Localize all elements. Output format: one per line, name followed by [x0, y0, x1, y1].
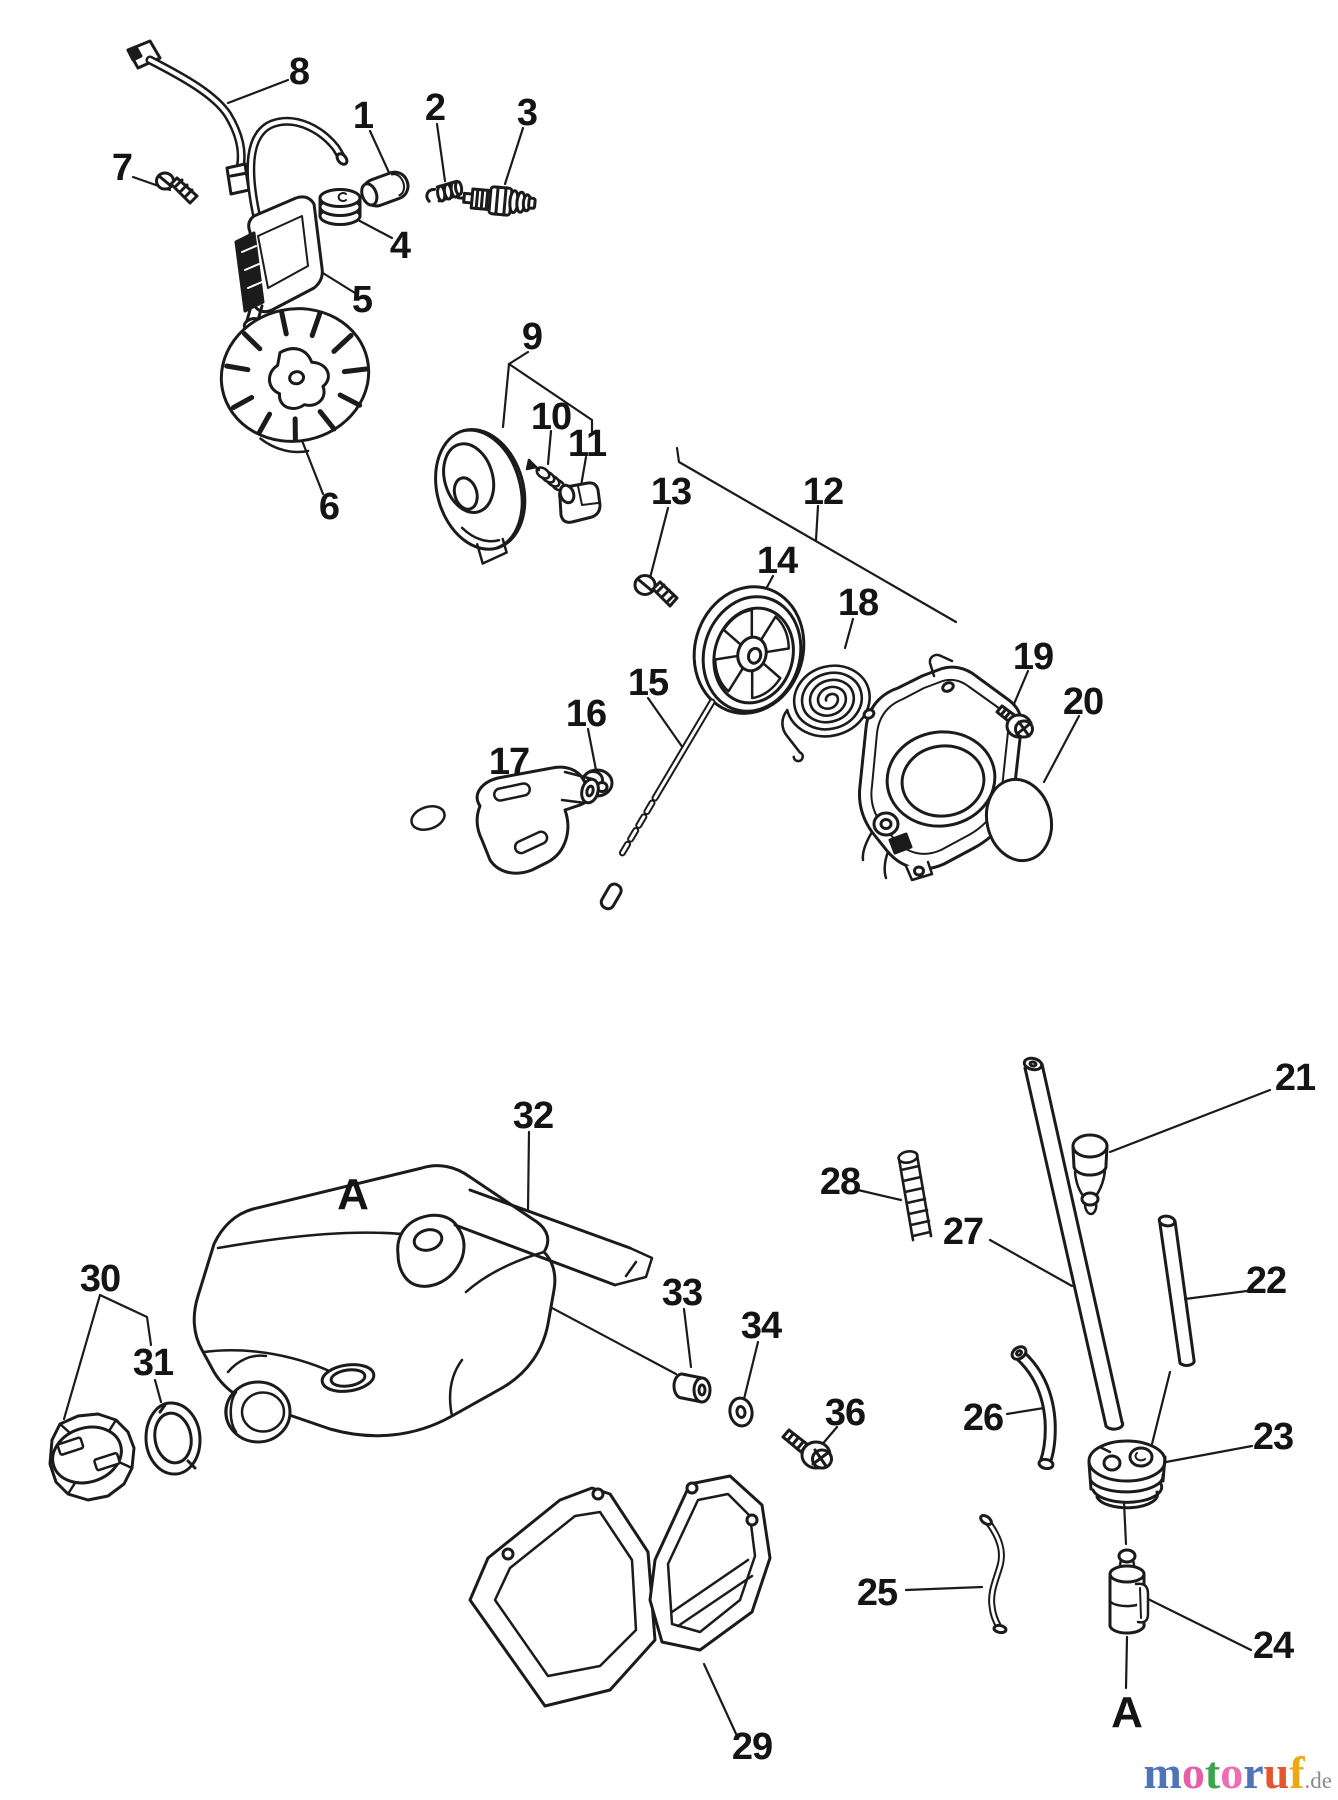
flywheel-drawing: [219, 307, 371, 454]
callout-32: 32: [512, 1095, 554, 1137]
mount-bracket-drawing: [468, 1474, 772, 1708]
callout-24: 24: [1252, 1625, 1294, 1667]
screw-36-drawing: [781, 1428, 833, 1470]
stop-switch-lead-drawing: [126, 39, 251, 196]
callout-10: 10: [530, 396, 572, 438]
starter-housing-drawing: [858, 653, 1023, 882]
callout-26: 26: [962, 1397, 1004, 1439]
watermark-letter: m: [1143, 1747, 1182, 1798]
callout-A: A: [337, 1170, 369, 1219]
callout-20: 20: [1062, 681, 1104, 723]
long-tube-drawing: [1022, 1056, 1125, 1431]
corrugated-tube-drawing: [897, 1150, 933, 1242]
watermark-letter: u: [1263, 1747, 1290, 1798]
washer-drawing: [728, 1396, 754, 1428]
callout-6: 6: [318, 486, 340, 528]
callout-5: 5: [351, 279, 373, 321]
screw-13-drawing: [633, 574, 679, 608]
pawl-drawing: [558, 481, 602, 524]
watermark-letter: f: [1289, 1747, 1305, 1798]
callout-33: 33: [661, 1272, 703, 1314]
callout-27: 27: [942, 1211, 984, 1253]
tank-grommet-drawing: [1087, 1439, 1167, 1510]
callout-12: 12: [802, 471, 844, 513]
starter-pulley-drawing: [692, 585, 806, 715]
cap-gasket-drawing: [144, 1401, 202, 1476]
fuel-filter-drawing: [1108, 1548, 1150, 1635]
watermark: motoruf.de: [1144, 1750, 1332, 1796]
callout-4: 4: [389, 225, 411, 267]
return-hose-drawing: [1010, 1345, 1057, 1471]
callout-23: 23: [1252, 1416, 1294, 1458]
callout-3: 3: [516, 92, 538, 134]
callout-14: 14: [756, 540, 798, 582]
callout-17: 17: [488, 741, 530, 783]
callout-34: 34: [740, 1305, 782, 1347]
pawl-housing-drawing: [434, 428, 527, 565]
callout-13: 13: [650, 471, 692, 513]
ignition-coil-drawing: [234, 116, 349, 331]
watermark-word: motoruf: [1144, 1747, 1305, 1798]
callout-1: 1: [352, 95, 374, 137]
watermark-letter: o: [1220, 1747, 1244, 1798]
screw-7-drawing: [155, 171, 199, 205]
callout-19: 19: [1012, 636, 1054, 678]
callout-16: 16: [565, 693, 607, 735]
callout-29: 29: [731, 1726, 773, 1768]
screw-19-drawing: [995, 704, 1034, 739]
callout-11: 11: [567, 423, 607, 465]
watermark-suffix: .de: [1304, 1768, 1332, 1793]
callout-36: 36: [824, 1392, 866, 1434]
starter-rope-drawing: [599, 698, 716, 911]
fuel-tank-drawing: [192, 1164, 654, 1444]
spark-plug-drawing: [456, 185, 537, 217]
seal-ring-drawing: [984, 777, 1054, 863]
callout-28: 28: [819, 1161, 861, 1203]
callout-30: 30: [79, 1258, 121, 1300]
callout-18: 18: [837, 582, 879, 624]
callout-9: 9: [521, 316, 543, 358]
watermark-letter: t: [1204, 1747, 1221, 1798]
watermark-letter: r: [1243, 1747, 1264, 1798]
callout-2: 2: [424, 87, 446, 129]
starter-handle-drawing: [410, 765, 600, 875]
spacer-drawing: [672, 1372, 712, 1404]
rewind-spring-drawing: [781, 664, 871, 763]
callout-A: A: [1111, 1688, 1143, 1737]
callout-8: 8: [288, 51, 310, 93]
callout-21: 21: [1274, 1057, 1316, 1099]
primer-cap-drawing: [1071, 1133, 1109, 1216]
terminal-cover-drawing: [360, 170, 410, 208]
callout-7: 7: [111, 147, 133, 189]
short-tube-drawing: [1157, 1214, 1196, 1367]
callout-15: 15: [627, 662, 669, 704]
watermark-letter: o: [1181, 1747, 1205, 1798]
bent-pipe-drawing: [979, 1514, 1008, 1635]
terminal-drawing: [425, 179, 464, 203]
callout-31: 31: [132, 1342, 174, 1384]
callout-22: 22: [1245, 1260, 1287, 1302]
fuel-cap-drawing: [48, 1412, 136, 1502]
callout-25: 25: [856, 1572, 898, 1614]
plug-grommet-drawing: [318, 188, 362, 226]
